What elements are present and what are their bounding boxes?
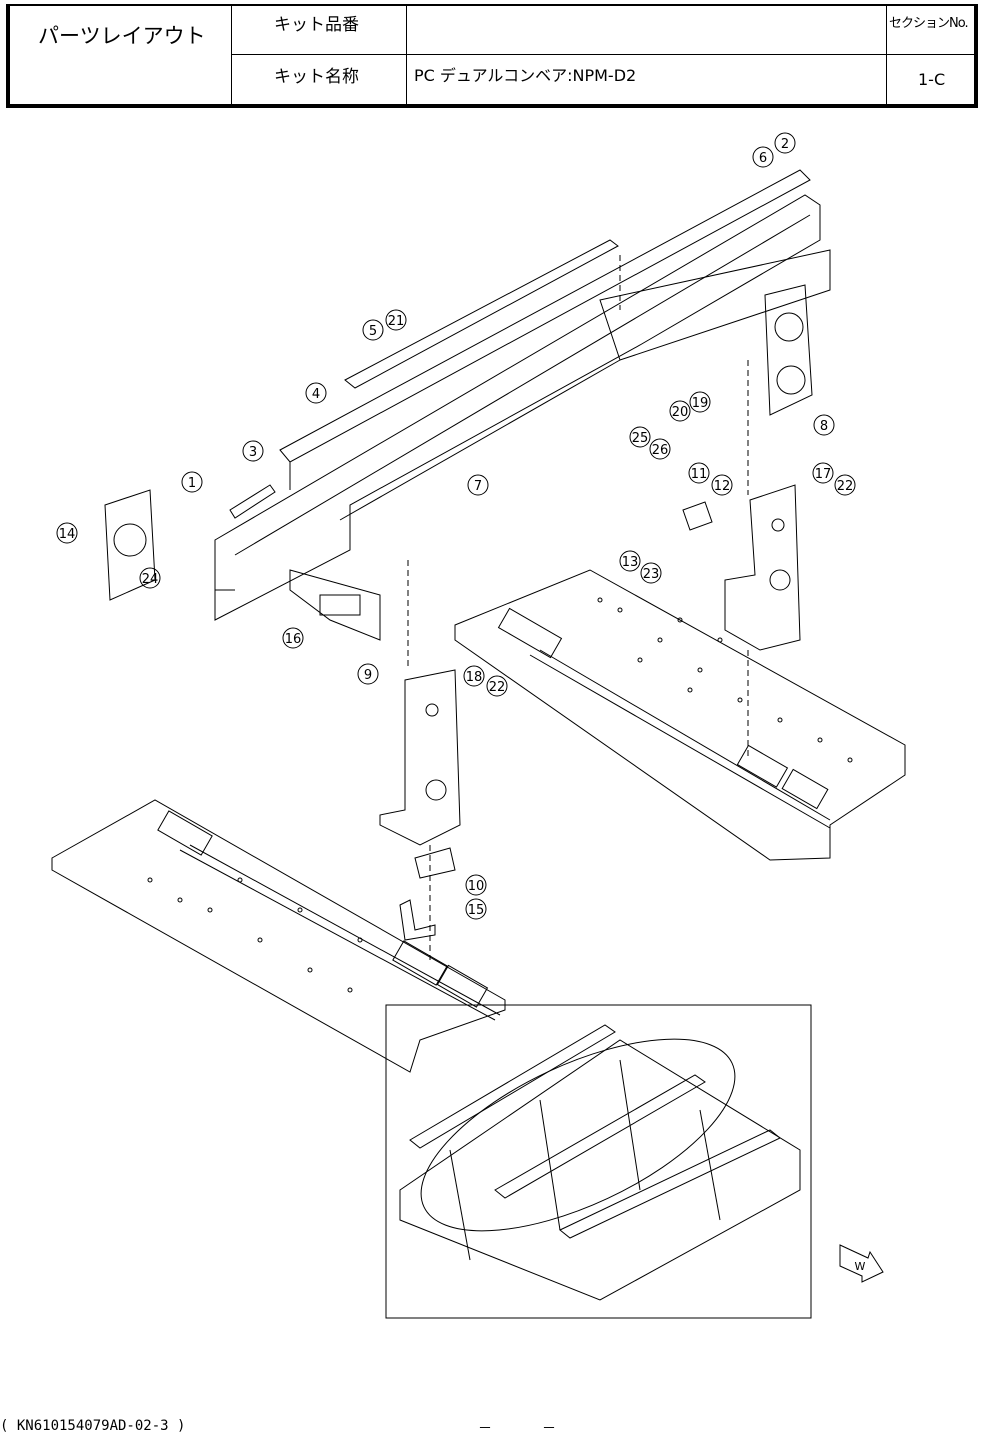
callout-1: 1: [188, 476, 196, 491]
callout-9: 9: [364, 668, 372, 683]
document-code: ( KN610154079AD-02-3 ): [0, 1418, 185, 1434]
callout-4: 4: [312, 387, 320, 402]
callout-24: 24: [142, 572, 159, 587]
bracket-16: [290, 570, 380, 640]
callout-2: 2: [781, 137, 789, 152]
plate-8: [765, 285, 812, 415]
base-plate-right: [455, 570, 905, 860]
guide-lines: [408, 255, 748, 960]
callout-22b: 22: [489, 680, 506, 695]
callout-12: 12: [714, 479, 731, 494]
callout-8: 8: [820, 419, 828, 434]
callout-13: 13: [622, 555, 639, 570]
callout-16: 16: [285, 632, 302, 647]
view-arrow-label: W: [855, 1260, 866, 1273]
callout-23: 23: [643, 567, 660, 582]
callout-10: 10: [468, 879, 485, 894]
callout-6: 6: [759, 151, 767, 166]
callout-7: 7: [474, 479, 482, 494]
callout-markers: 1 2 3 4 5 6 7 8 9 10 11 12 13 14 15 16 1…: [57, 133, 855, 919]
page-marker: － －: [478, 1418, 558, 1438]
callout-20: 20: [672, 405, 689, 420]
callout-17: 17: [815, 467, 832, 482]
callout-5: 5: [369, 324, 377, 339]
bracket-17: [725, 485, 800, 650]
callout-21: 21: [388, 314, 405, 329]
callout-26: 26: [652, 443, 669, 458]
callout-15: 15: [468, 903, 485, 918]
rail-assembly: [215, 170, 830, 620]
view-arrow: W: [840, 1245, 883, 1282]
callout-19: 19: [692, 396, 709, 411]
bracket-18: [380, 670, 460, 845]
overview-inset: [386, 1000, 811, 1318]
bracket-10: [415, 848, 455, 878]
callout-18: 18: [466, 670, 483, 685]
callout-25: 25: [632, 431, 649, 446]
block-11: [683, 502, 712, 530]
base-plate-left: [52, 800, 505, 1072]
callout-3: 3: [249, 445, 257, 460]
callout-14: 14: [59, 527, 76, 542]
callout-22a: 22: [837, 479, 854, 494]
callout-11: 11: [691, 467, 708, 482]
